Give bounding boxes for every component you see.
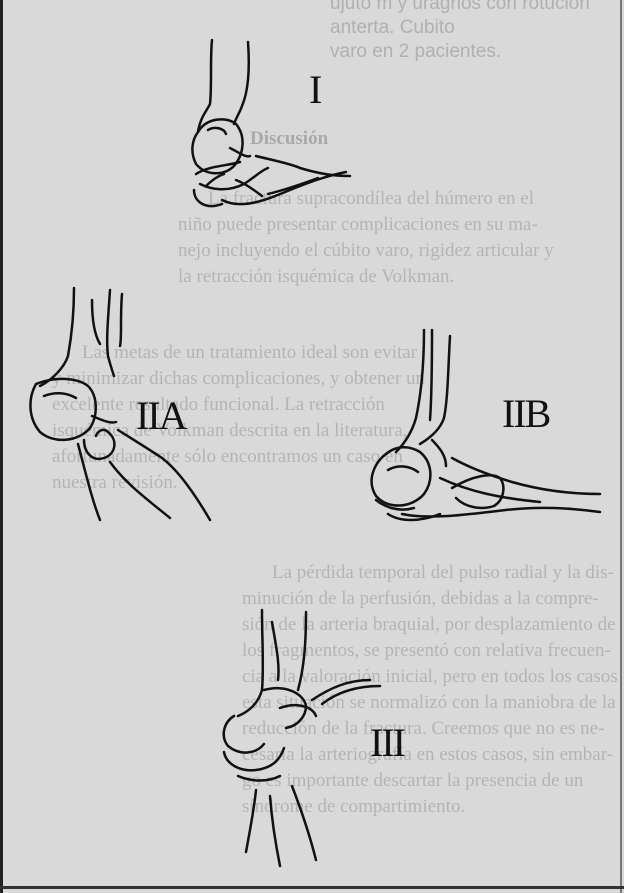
elbow-drawing-type-3 [224,610,380,866]
label-type-3: III [370,723,404,763]
elbow-drawing-type-2b [372,330,600,520]
label-type-2b: IIB [502,394,549,434]
frame-right-border [620,0,622,893]
label-type-1: I [309,70,320,110]
frame-left-border [0,0,3,893]
label-type-2a: IIA [136,396,186,436]
elbow-drawing-type-1 [192,40,350,206]
frame-bottom-border [0,886,624,889]
